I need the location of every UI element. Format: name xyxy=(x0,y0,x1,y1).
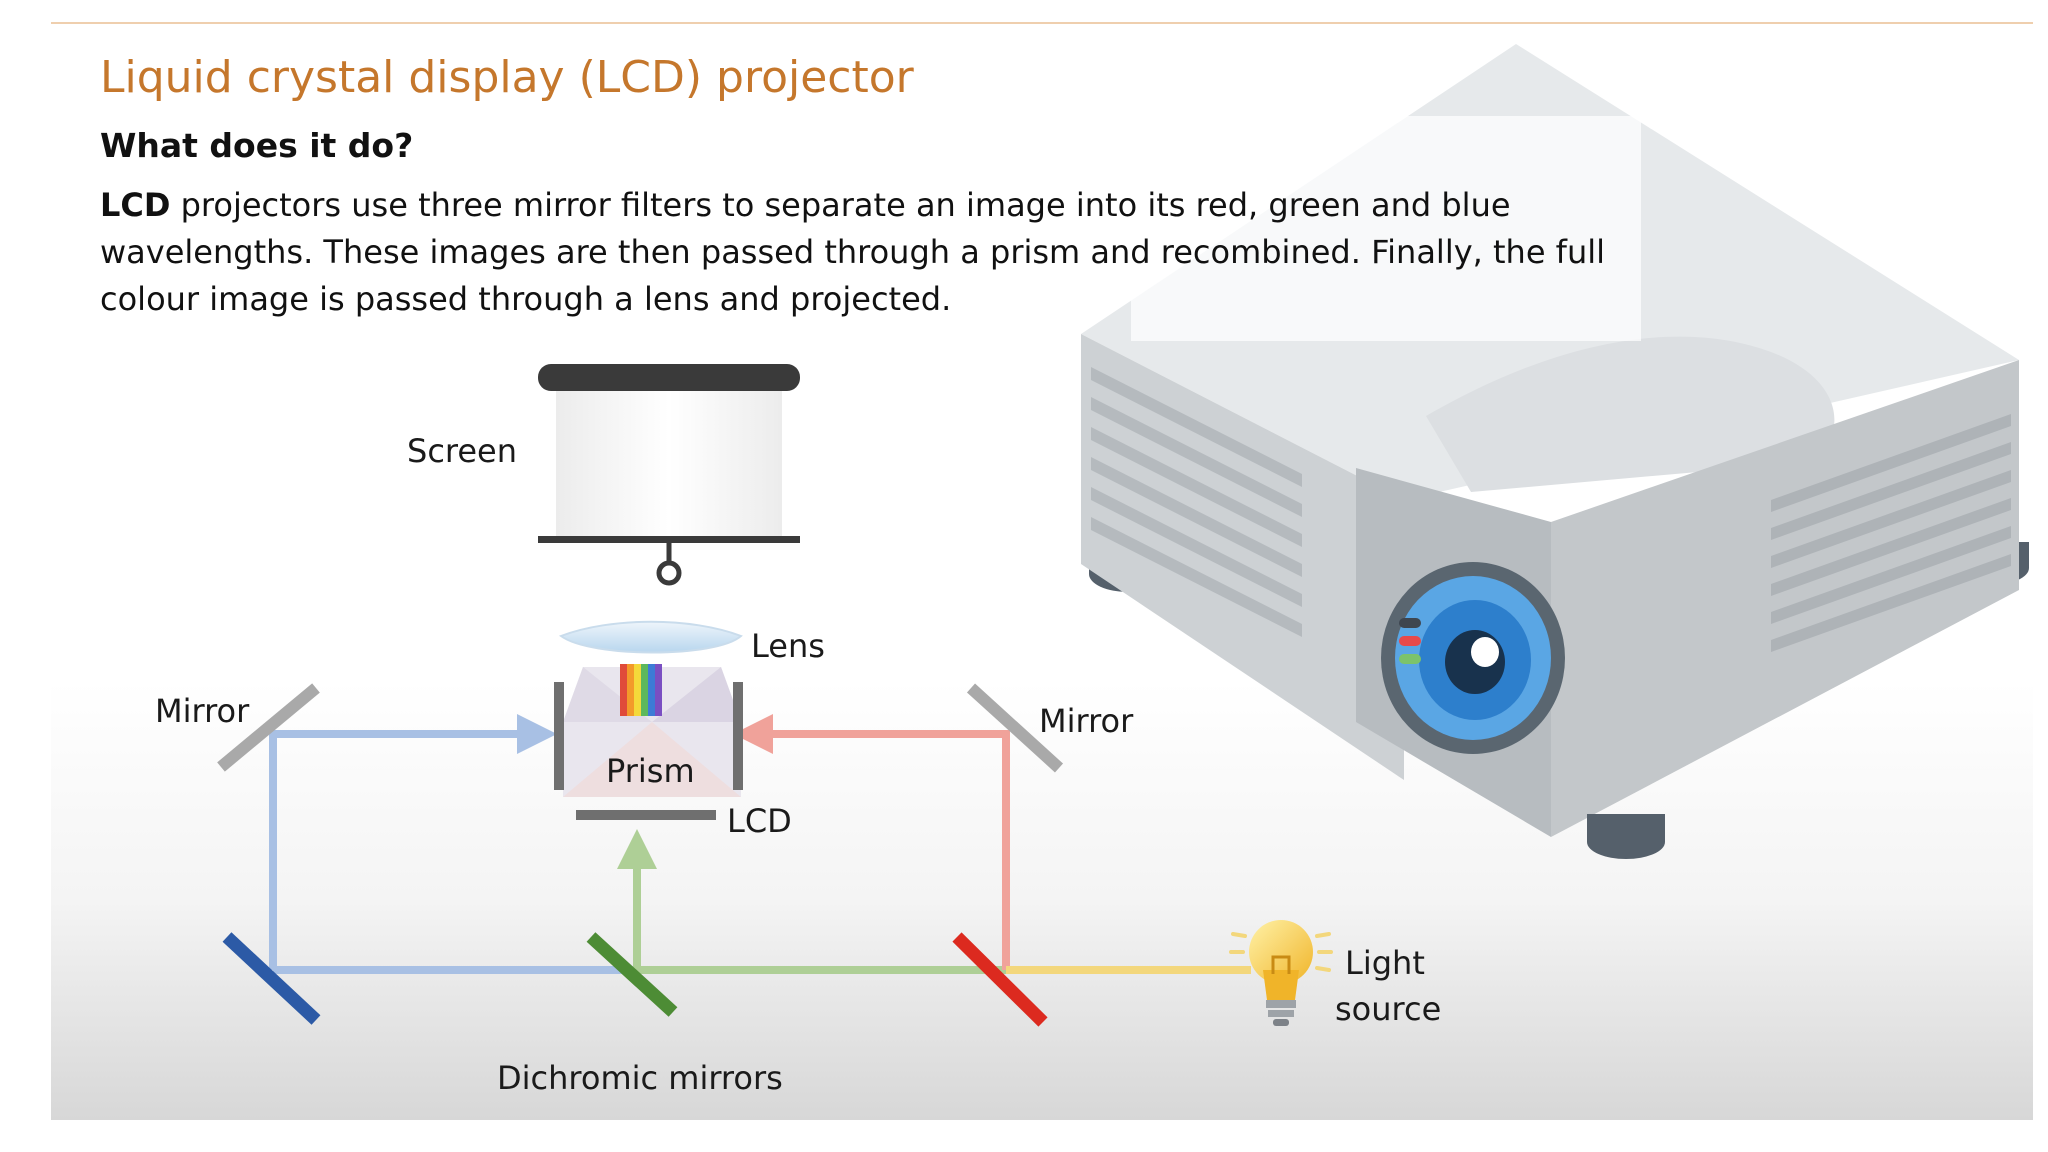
blue-beam xyxy=(269,714,557,970)
prism-assembly xyxy=(554,620,743,820)
description-line-1: LCD projectors use three mirror filters … xyxy=(100,182,1560,229)
section-heading: What does it do? xyxy=(100,126,414,165)
screen-pull-ring xyxy=(656,560,682,586)
indicator-light xyxy=(1399,636,1421,646)
lcd-panel-left xyxy=(554,682,564,790)
page-title: Liquid crystal display (LCD) projector xyxy=(100,52,914,103)
label-dichromic-mirrors: Dichromic mirrors xyxy=(497,1059,783,1097)
slide: Liquid crystal display (LCD) projector W… xyxy=(51,22,2033,1120)
description-line-3: colour image is passed through a lens an… xyxy=(100,280,952,318)
label-lcd: LCD xyxy=(727,802,792,840)
mirror-left xyxy=(217,683,320,772)
description-text: projectors use three mirror filters to s… xyxy=(170,186,1511,224)
dichroic-mirror-red xyxy=(952,932,1048,1027)
label-prism: Prism xyxy=(606,752,695,790)
lens xyxy=(558,620,743,654)
indicator-light xyxy=(1399,654,1421,664)
projector-top-panel xyxy=(1426,336,1835,492)
lcd-panel-bottom xyxy=(576,810,716,820)
description-line-2: wavelengths. These images are then passe… xyxy=(100,233,1605,271)
light-bulb-icon xyxy=(1229,920,1333,1026)
screen-canvas xyxy=(556,391,782,536)
dichroic-mirror-green xyxy=(586,932,678,1017)
label-light: Light xyxy=(1345,944,1425,982)
projector-lens xyxy=(1381,562,1565,754)
top-divider xyxy=(51,22,2033,24)
label-mirror-right: Mirror xyxy=(1039,702,1134,740)
projector-vents-left xyxy=(1091,367,1302,637)
text-backdrop xyxy=(1131,116,1641,341)
projector-right-face xyxy=(1551,360,2019,837)
label-source: source xyxy=(1335,990,1442,1028)
screen-bar xyxy=(538,536,800,543)
label-lens: Lens xyxy=(751,627,825,665)
light-beams xyxy=(269,714,1251,974)
screen-roller xyxy=(538,364,800,391)
diagram-art xyxy=(217,44,2029,1027)
description-paragraph: LCD projectors use three mirror filters … xyxy=(100,182,1605,323)
label-screen: Screen xyxy=(407,432,518,470)
description-lead: LCD xyxy=(100,186,171,224)
screen-illustration xyxy=(538,364,800,586)
lcd-panel-right xyxy=(733,682,743,790)
projector-vents-right xyxy=(1771,414,2011,652)
dichroic-mirror-blue xyxy=(222,932,321,1025)
indicator-light xyxy=(1399,618,1421,628)
label-mirror-left: Mirror xyxy=(155,692,250,730)
red-beam xyxy=(733,714,1010,970)
mirror-right xyxy=(966,683,1064,773)
